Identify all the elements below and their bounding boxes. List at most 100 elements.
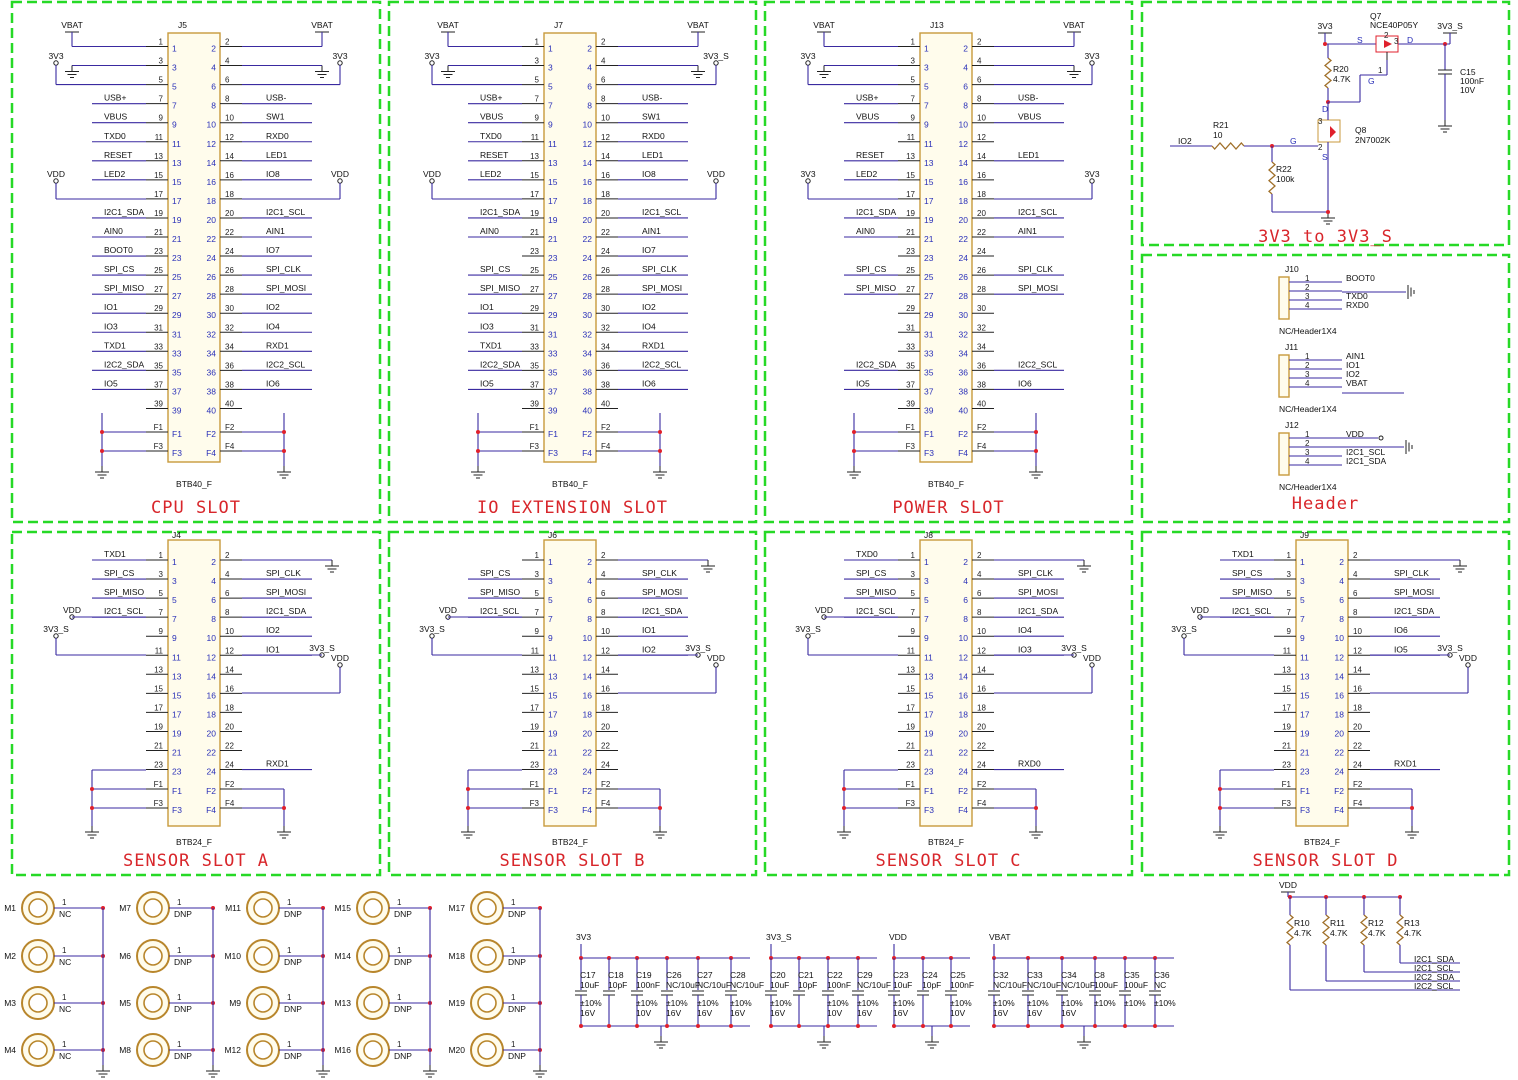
pin-number-inner: 13 — [548, 671, 558, 681]
pin-number: 10 — [601, 627, 610, 636]
pin-number-inner: 2 — [587, 44, 592, 54]
net-label: I2C2_SDA — [856, 359, 896, 369]
pin-number-inner: 6 — [1339, 595, 1344, 605]
pin-number: 3 — [911, 57, 916, 66]
net-label: RXD1 — [1394, 759, 1417, 769]
ground-symbol — [441, 65, 455, 78]
pin-number: F3 — [906, 799, 916, 808]
pin-number-inner: 37 — [172, 386, 182, 396]
hole-value: NC — [59, 957, 71, 967]
pin-number-inner: 18 — [583, 709, 593, 719]
ground-symbol — [325, 560, 339, 573]
hole-value: DNP — [394, 957, 412, 967]
pin-number-inner: 11 — [1300, 652, 1309, 662]
pin-number-inner: 21 — [924, 234, 934, 244]
pin-number-inner: 21 — [172, 748, 182, 758]
cap-net-label: 3V3 — [576, 932, 591, 942]
net-label: SPI_CS — [856, 264, 887, 274]
pin-number-inner: 7 — [924, 614, 929, 624]
power-symbol: VBAT — [437, 20, 459, 33]
net-label: IO6 — [1018, 378, 1032, 388]
power-symbol: 3V3 — [424, 51, 440, 66]
cap-value: 100nF — [827, 980, 851, 990]
cap-ref: C23 — [893, 970, 909, 980]
pin-number-inner: 21 — [924, 748, 934, 758]
pin-number: 25 — [530, 266, 539, 275]
q7-d-label: D — [1407, 35, 1413, 45]
pin-number-inner: 14 — [959, 158, 969, 168]
ground-symbol — [96, 1065, 110, 1078]
net-label: IO5 — [104, 378, 118, 388]
connector-ref: J13 — [930, 20, 944, 30]
net-label: I2C2_SCL — [1018, 359, 1057, 369]
power-symbol: VDD — [47, 169, 65, 184]
pin-number: 17 — [530, 190, 539, 199]
pin-number-inner: F1 — [172, 786, 182, 796]
pin-number: 1 — [1305, 274, 1310, 283]
pin-number-inner: F3 — [1300, 805, 1310, 815]
connector-body — [543, 32, 597, 463]
pin-number: 6 — [601, 76, 606, 85]
pin-number-inner: 4 — [587, 576, 592, 586]
ground-symbol — [1029, 826, 1043, 839]
power-net-label: VDD — [331, 653, 349, 663]
hole-value: NC — [59, 1004, 71, 1014]
pin-number-inner: 3 — [548, 576, 553, 586]
power-net-label: 3V3_S — [309, 643, 335, 653]
net-label: RXD1 — [266, 759, 289, 769]
pin-number-inner: 32 — [959, 329, 969, 339]
power-net-label: VDD — [47, 169, 65, 179]
pin-number-inner: 32 — [207, 329, 217, 339]
power-ring — [429, 60, 435, 66]
pin-number-inner: 13 — [924, 671, 934, 681]
q7-ref: Q7 — [1370, 11, 1382, 21]
net-label: I2C1_SCL — [642, 207, 681, 217]
pin-number: 19 — [530, 209, 539, 218]
pin-number: 2 — [601, 551, 606, 560]
pin-number: 20 — [977, 722, 986, 731]
cap-value: 10uF — [770, 980, 789, 990]
junction-dot — [1153, 1024, 1157, 1028]
pin-number: 11 — [531, 646, 540, 655]
pin-number: 6 — [977, 589, 982, 598]
pin-number: 8 — [977, 608, 982, 617]
pin-number-inner: 34 — [583, 348, 593, 358]
junction-dot — [992, 1024, 996, 1028]
pin-number-inner: 15 — [172, 690, 182, 700]
pin-number: 39 — [154, 399, 163, 408]
net-label: RXD0 — [1018, 759, 1041, 769]
cap-value: 100uF — [1094, 980, 1118, 990]
hole-ref: M16 — [334, 1045, 351, 1055]
pin-number-inner: 24 — [583, 253, 593, 263]
pin-number: 16 — [977, 684, 986, 693]
net-label: I2C1_SDA — [856, 207, 896, 217]
hole-ref: M4 — [4, 1045, 16, 1055]
ground-symbol — [471, 466, 485, 479]
net-label: TXD1 — [104, 549, 126, 559]
pin-number-inner: 12 — [207, 139, 217, 149]
cap-ref: C25 — [950, 970, 966, 980]
connector-body — [543, 539, 597, 827]
pin-number: 9 — [911, 114, 916, 123]
net-label: IO8 — [266, 169, 280, 179]
pin-number: 11 — [907, 646, 916, 655]
pin-number: 3 — [159, 57, 164, 66]
power-net-label: VDD — [63, 605, 81, 615]
net-label: IO7 — [642, 245, 656, 255]
hole-value: DNP — [284, 1051, 302, 1061]
pin-number-inner: 24 — [207, 253, 217, 263]
pin-number: 30 — [601, 304, 610, 313]
power-net-label: 3V3_S — [43, 624, 69, 634]
cap-value: 10pF — [798, 980, 817, 990]
pin-number-inner: F2 — [582, 786, 592, 796]
header-part: NC/Header1X4 — [1279, 482, 1337, 492]
pin-number-inner: F1 — [548, 429, 558, 439]
pin-number: 27 — [154, 285, 163, 294]
pin-number-inner: 26 — [583, 272, 593, 282]
pin-number-inner: 19 — [924, 728, 934, 738]
net-label: RESET — [856, 150, 884, 160]
pin-number-inner: 38 — [583, 386, 593, 396]
ground-symbol — [533, 1065, 547, 1078]
power-net-label: 3V3 — [1084, 169, 1099, 179]
pin-number-inner: 20 — [1335, 728, 1345, 738]
